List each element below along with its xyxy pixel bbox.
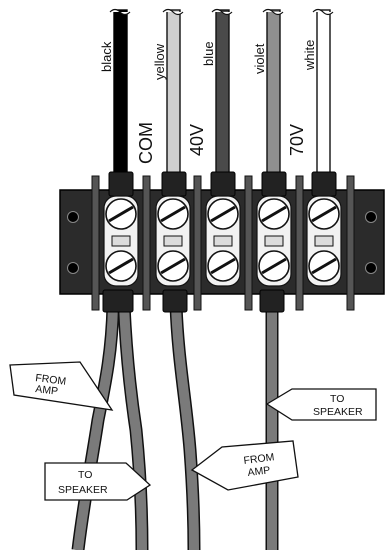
- screw-top-5: [307, 197, 341, 231]
- screw-top-3: [206, 197, 240, 231]
- tap-label-70v: 70V: [287, 124, 307, 156]
- lead-label-white: white: [302, 40, 317, 71]
- callout-from-amp-left-line2: AMP: [35, 383, 59, 398]
- screw-top-4: [257, 197, 291, 231]
- tap-label-40v: 40V: [187, 124, 207, 156]
- mounting-hole-right-bottom: [365, 262, 377, 274]
- lead-black: [113, 9, 128, 181]
- speaker-cable-left-a-fill: [73, 304, 118, 550]
- callout-from-amp-right: FROM AMP: [190, 440, 299, 491]
- screw-bottom-5: [307, 249, 341, 283]
- lead-label-blue: blue: [201, 41, 216, 66]
- callout-from-amp-right-line2: AMP: [247, 464, 271, 479]
- lead-violet: [266, 9, 281, 181]
- callout-to-speaker-right: TO SPEAKER: [265, 388, 377, 421]
- tap-label-com: COM: [136, 122, 156, 164]
- lead-label-violet: violet: [252, 43, 267, 74]
- screw-top-1: [104, 197, 138, 231]
- lead-label-black: black: [99, 41, 114, 72]
- speaker-cable-left-b-fill: [119, 304, 147, 550]
- speaker-cable-middle-fill: [171, 304, 199, 550]
- speaker-cables: [71, 304, 279, 550]
- callout-from-amp-left: FROM AMP: [9, 361, 114, 411]
- callout-from-amp-right-line1: FROM: [243, 451, 275, 467]
- lead-blue: [215, 9, 230, 181]
- mounting-hole-left-bottom: [67, 262, 79, 274]
- callout-to-speaker-left-line1: TO: [78, 469, 92, 481]
- screw-bottom-4: [257, 249, 291, 283]
- screw-bottom-2: [156, 249, 190, 283]
- screw-top-2: [156, 197, 190, 231]
- lead-white: [316, 9, 331, 181]
- lead-yellow: [166, 9, 181, 181]
- callout-to-speaker-left: TO SPEAKER: [44, 462, 152, 501]
- callout-to-speaker-right-line1: TO: [330, 393, 344, 405]
- screw-bottom-3: [206, 249, 240, 283]
- lead-label-yellow: yellow: [152, 43, 167, 80]
- mounting-hole-right-top: [365, 211, 377, 223]
- callout-to-speaker-left-line2: SPEAKER: [58, 484, 108, 496]
- mounting-hole-left-top: [67, 211, 79, 223]
- callout-to-speaker-right-line2: SPEAKER: [313, 406, 363, 418]
- callout-from-amp-left-line1: FROM: [35, 372, 67, 388]
- terminal-block: [59, 171, 385, 313]
- screw-bottom-1: [104, 249, 138, 283]
